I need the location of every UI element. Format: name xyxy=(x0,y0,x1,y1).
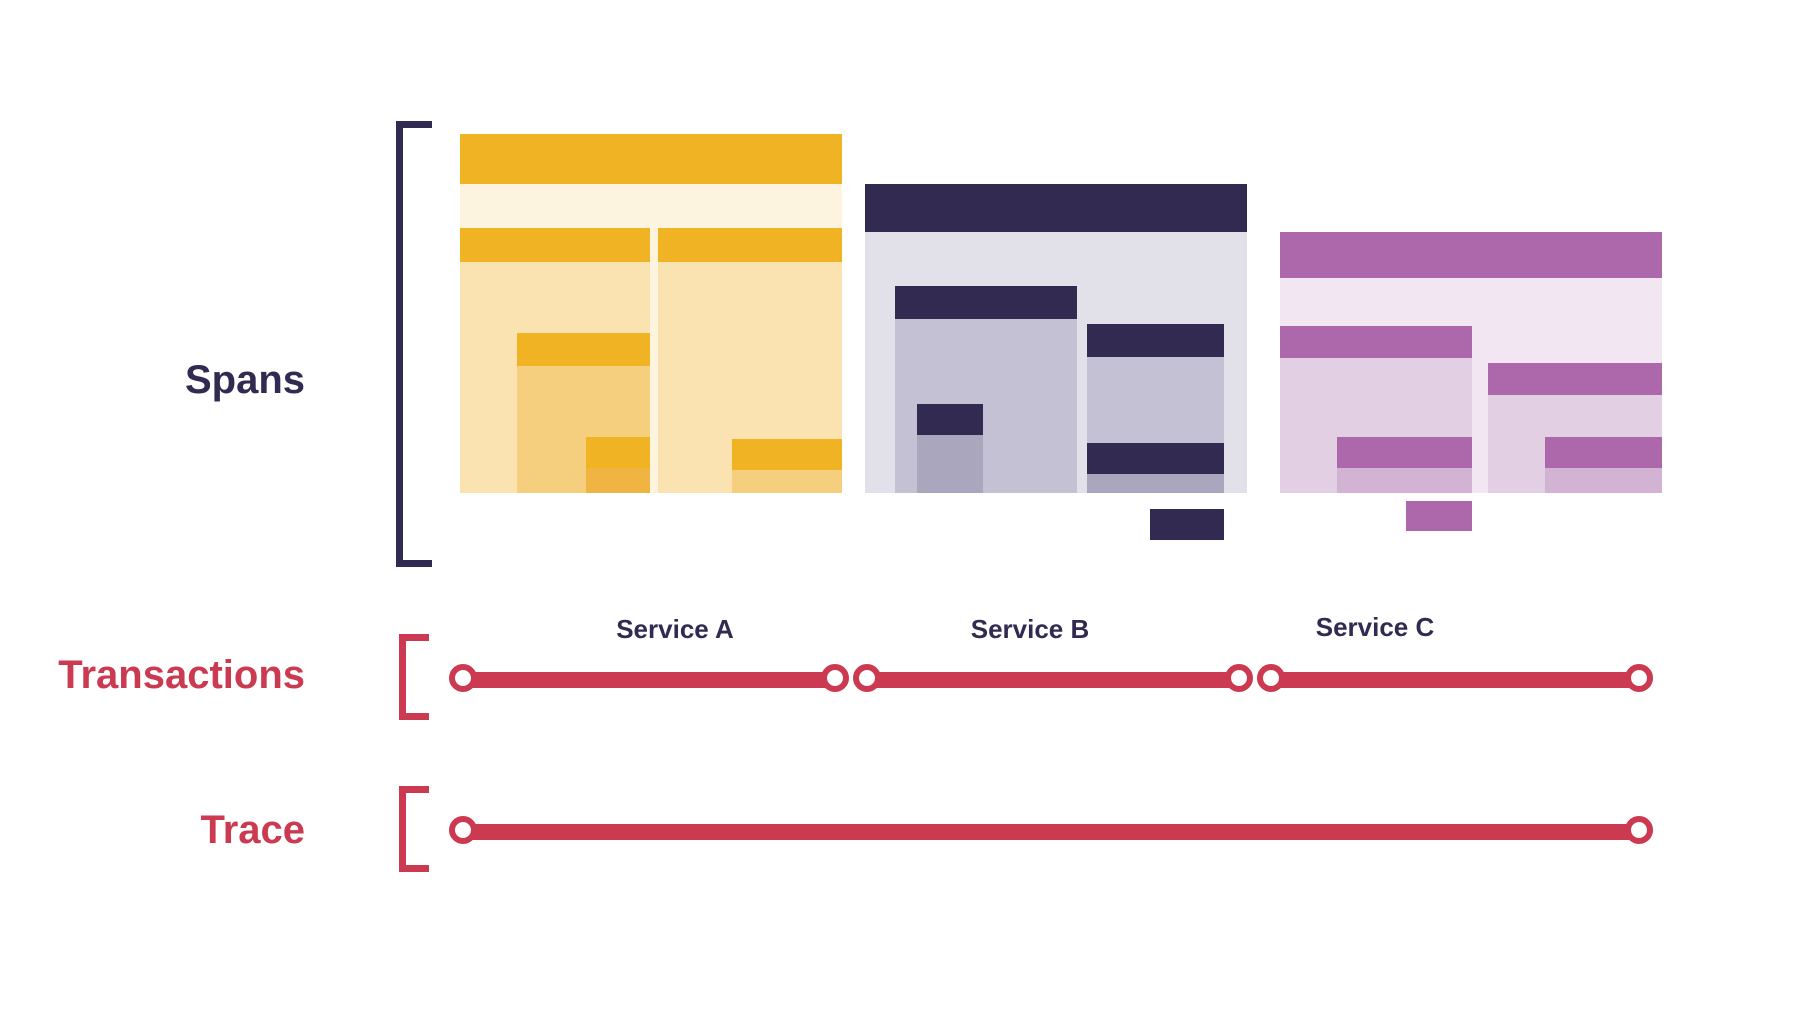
service-caption-b: Service B xyxy=(970,614,1090,644)
span-a-1-header xyxy=(460,228,650,262)
service-caption-a: Service A xyxy=(616,614,734,644)
bracket-transactions-top-arm xyxy=(399,634,429,641)
row-label-transactions: Transactions xyxy=(58,653,305,697)
span-b-2-1[interactable] xyxy=(1087,443,1224,493)
span-b-1-header xyxy=(895,286,1077,319)
span-c-1-header xyxy=(1280,326,1472,358)
span-a-2-1[interactable] xyxy=(732,439,842,493)
transaction-dot-c-start[interactable] xyxy=(1257,664,1285,692)
service-caption-c: Service C xyxy=(1315,612,1435,642)
span-c-1-1-1-header xyxy=(1406,501,1472,531)
bracket-transactions-stem xyxy=(399,634,406,720)
span-b-2-1-1-header xyxy=(1150,509,1224,540)
trace-dot-start[interactable] xyxy=(449,816,477,844)
bracket-spans xyxy=(396,121,432,567)
trace-dot-end[interactable] xyxy=(1625,816,1653,844)
bracket-trace-top-arm xyxy=(399,786,429,793)
span-b-1-1-header xyxy=(917,404,983,435)
row-label-trace: Trace xyxy=(200,808,305,852)
transaction-segment-b[interactable] xyxy=(860,672,1246,688)
transaction-dot-c-end[interactable] xyxy=(1625,664,1653,692)
transaction-dot-b-start[interactable] xyxy=(853,664,881,692)
span-c-2-1[interactable] xyxy=(1545,437,1662,493)
trace-timeline xyxy=(0,802,1800,862)
transaction-segment-a[interactable] xyxy=(456,672,842,688)
trace-segment[interactable] xyxy=(456,824,1646,840)
span-c-root-header xyxy=(1280,232,1662,278)
span-a-1-1-1-header xyxy=(586,437,650,468)
span-b-1-1[interactable] xyxy=(917,404,983,493)
spans-chart xyxy=(460,134,1662,540)
span-a-2-1-header xyxy=(732,439,842,470)
span-c-2-header xyxy=(1488,363,1662,395)
span-b-2-1-header xyxy=(1087,443,1224,474)
transaction-segment-c[interactable] xyxy=(1264,672,1646,688)
row-label-spans: Spans xyxy=(184,358,305,402)
span-a-1-1-header xyxy=(517,333,650,366)
span-b-root-header xyxy=(865,184,1247,232)
span-c-1-1-header xyxy=(1337,437,1472,468)
bracket-transactions xyxy=(399,634,429,720)
span-a-2-header xyxy=(658,228,842,262)
span-a-root-header xyxy=(460,134,842,184)
span-b-2-header xyxy=(1087,324,1224,357)
bracket-spans-top-arm xyxy=(396,121,432,128)
bracket-trace xyxy=(399,786,429,872)
transactions-timeline xyxy=(0,650,1800,710)
span-c-1-1[interactable] xyxy=(1337,437,1472,493)
transaction-dot-b-end[interactable] xyxy=(1225,664,1253,692)
span-c-2-1-header xyxy=(1545,437,1662,468)
bracket-transactions-bottom-arm xyxy=(399,713,429,720)
transaction-dot-a-end[interactable] xyxy=(821,664,849,692)
bracket-spans-stem xyxy=(396,121,403,567)
bracket-trace-bottom-arm xyxy=(399,865,429,872)
span-a-1-1-1[interactable] xyxy=(586,437,650,493)
bracket-spans-bottom-arm xyxy=(396,560,432,567)
transaction-dot-a-start[interactable] xyxy=(449,664,477,692)
bracket-trace-stem xyxy=(399,786,406,872)
